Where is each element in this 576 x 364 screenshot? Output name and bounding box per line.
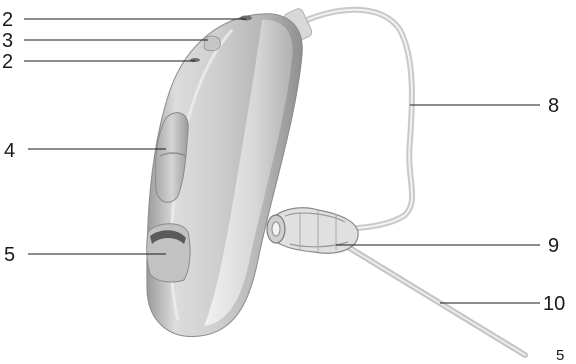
callout-5: 5 xyxy=(4,244,15,266)
dome-assembly xyxy=(267,208,525,355)
callout-3: 3 xyxy=(2,30,13,52)
dome-eartip xyxy=(267,208,358,253)
page-number: 5 xyxy=(556,347,564,364)
multifunction-button-top xyxy=(204,36,220,51)
sound-tube xyxy=(298,10,412,228)
hearing-aid-illustration xyxy=(147,7,412,336)
callout-8: 8 xyxy=(548,95,559,117)
callout-9: 9 xyxy=(548,235,559,257)
callout-2-top: 2 xyxy=(2,9,13,31)
microphone-opening-top xyxy=(240,16,252,21)
callout-10: 10 xyxy=(543,293,565,315)
callout-4: 4 xyxy=(4,140,15,162)
callout-2-bottom: 2 xyxy=(2,51,13,73)
